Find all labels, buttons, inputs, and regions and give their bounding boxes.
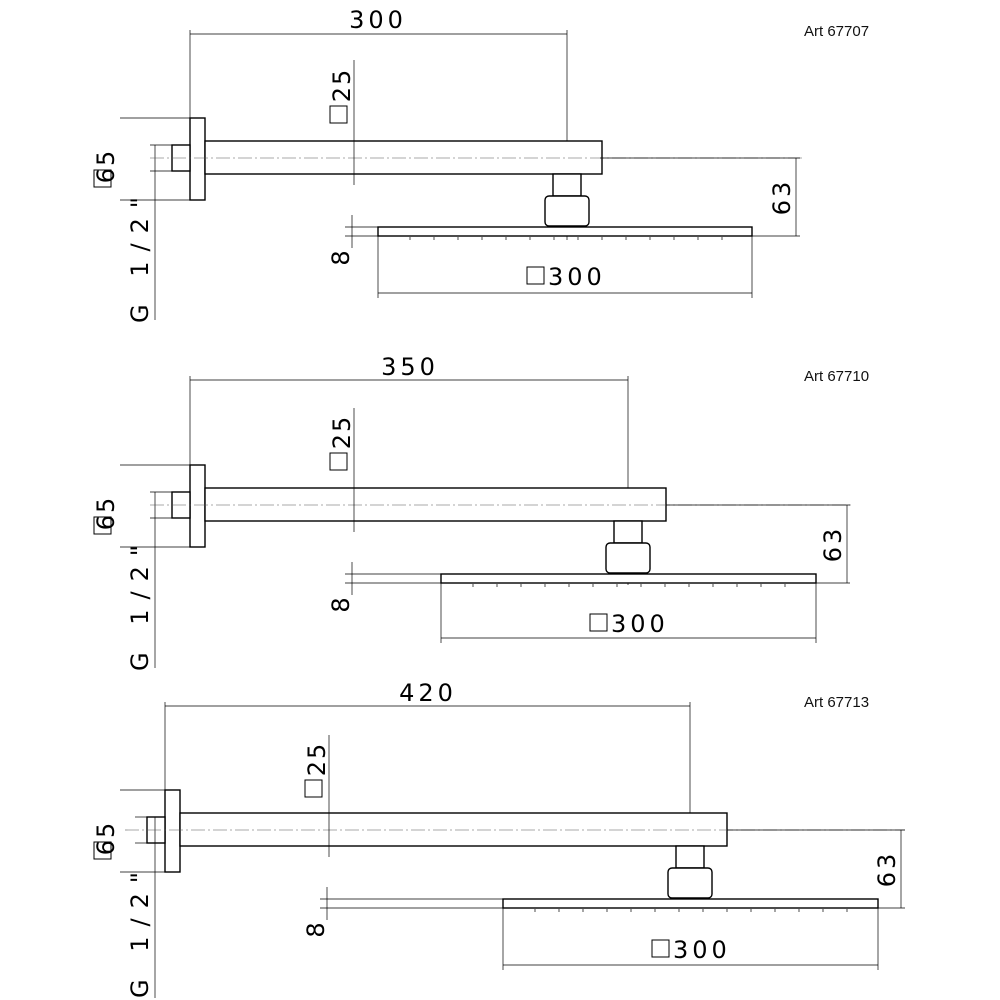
plate-thickness-label: 8: [327, 250, 355, 265]
swivel-joint-body: [605, 542, 651, 574]
head-size-label: 300: [611, 610, 669, 638]
article-number: Art 67710: [804, 368, 869, 385]
square-symbol-icon: [589, 613, 608, 632]
square-symbol-icon: [304, 779, 323, 798]
nozzle-row: [534, 909, 848, 912]
thread-label: G 1/2": [126, 862, 154, 998]
drop-label: 63: [873, 851, 901, 888]
arm-length-label: 350: [381, 353, 439, 381]
wall-flange: [189, 117, 206, 201]
shower-arm: [204, 140, 603, 175]
flange-size-label: 65: [92, 149, 120, 184]
thread-label: G 1/2": [126, 535, 154, 671]
plate-thickness-label: 8: [302, 922, 330, 937]
square-symbol-icon: [93, 516, 112, 535]
head-size-label: 300: [673, 936, 731, 964]
flange-size-label: 65: [92, 821, 120, 856]
plate-thickness-label: 8: [327, 597, 355, 612]
shower-head-plate: [502, 898, 879, 909]
nozzle-row: [409, 237, 723, 240]
article-number: Art 67713: [804, 694, 869, 711]
square-symbol-icon: [93, 169, 112, 188]
view-art-67710: Art 67710 350 65 G 1/2" 25 63 8: [92, 353, 869, 671]
view-art-67713: Art 67713 420 65 G 1/2" 25 63 8: [92, 679, 905, 998]
arm-section-label: 25: [328, 68, 356, 103]
shower-head-plate: [440, 573, 817, 584]
drop-label: 63: [819, 526, 847, 563]
square-symbol-icon: [651, 939, 670, 958]
thread-label: G 1/2": [126, 187, 154, 323]
shower-head-plate: [377, 226, 753, 237]
square-symbol-icon: [329, 105, 348, 124]
swivel-joint-body: [667, 867, 713, 899]
swivel-joint-body: [544, 195, 590, 227]
nozzle-row: [472, 584, 786, 587]
drop-label: 63: [768, 179, 796, 216]
wall-flange: [189, 464, 206, 548]
arm-length-label: 300: [349, 6, 407, 34]
square-symbol-icon: [526, 266, 545, 285]
swivel-joint-top: [675, 845, 705, 869]
head-size-label: 300: [548, 263, 606, 291]
arm-section-label: 25: [303, 742, 331, 777]
arm-section-label: 25: [328, 415, 356, 450]
article-number: Art 67707: [804, 23, 869, 40]
wall-flange: [164, 789, 181, 873]
square-symbol-icon: [93, 841, 112, 860]
arm-length-label: 420: [399, 679, 457, 707]
flange-size-label: 65: [92, 496, 120, 531]
shower-arm: [179, 812, 728, 847]
shower-arm: [204, 487, 667, 522]
swivel-joint-top: [552, 173, 582, 197]
square-symbol-icon: [329, 452, 348, 471]
view-art-67707: Art 67707 300 65 G 1/2" 25: [92, 6, 869, 323]
swivel-joint-top: [613, 520, 643, 544]
